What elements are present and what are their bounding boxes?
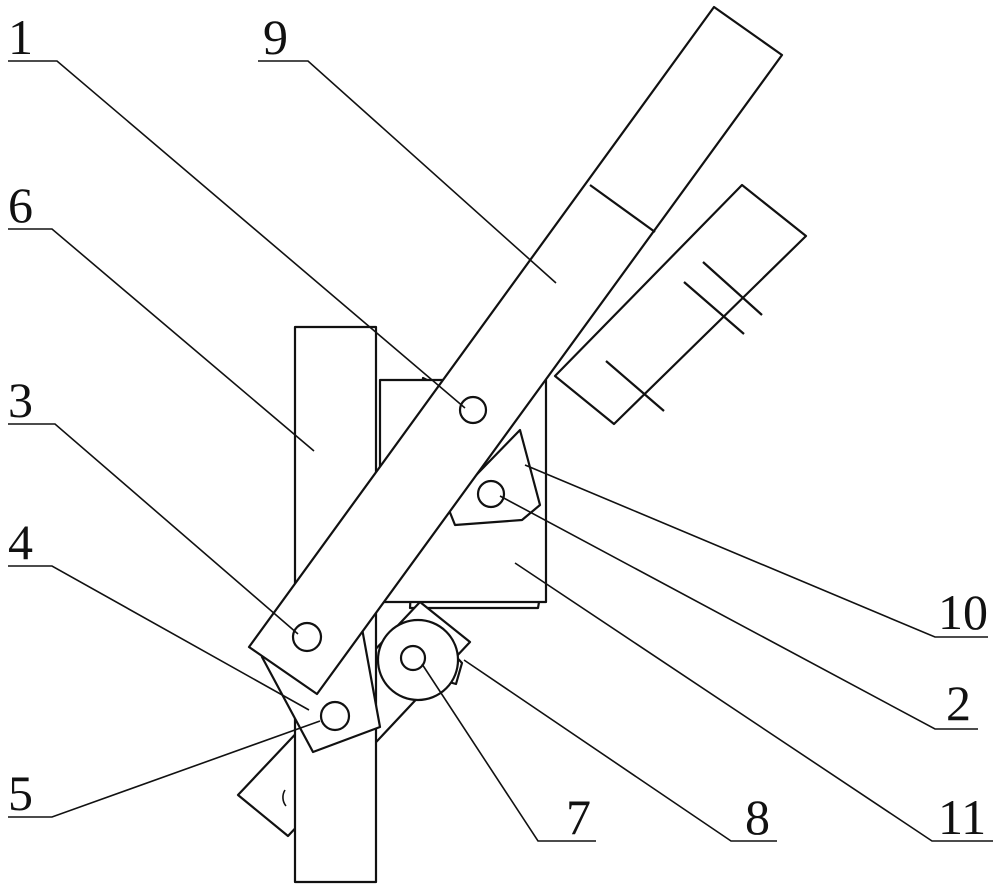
label-2: 2 xyxy=(946,675,971,731)
label-6: 6 xyxy=(8,177,33,233)
label-1: 1 xyxy=(8,9,33,65)
label-4: 4 xyxy=(8,514,33,570)
label-5: 5 xyxy=(8,765,33,821)
pivot-pin-1 xyxy=(458,395,488,425)
pivot-pin-3 xyxy=(291,621,323,653)
label-3: 3 xyxy=(8,372,33,428)
label-10: 10 xyxy=(938,584,988,640)
pivot-pin-2 xyxy=(476,479,506,509)
part-labels: 1 9 6 3 4 5 7 8 11 2 10 xyxy=(8,9,988,845)
secondary-arm xyxy=(553,183,808,426)
roller-pin xyxy=(399,644,427,672)
label-9: 9 xyxy=(263,9,288,65)
pivot-pin-5 xyxy=(319,700,351,732)
leader-lines xyxy=(8,60,993,842)
main-lever xyxy=(247,5,784,696)
label-7: 7 xyxy=(566,789,591,845)
label-8: 8 xyxy=(745,789,770,845)
label-11: 11 xyxy=(938,789,986,845)
roller-assembly xyxy=(376,618,464,702)
